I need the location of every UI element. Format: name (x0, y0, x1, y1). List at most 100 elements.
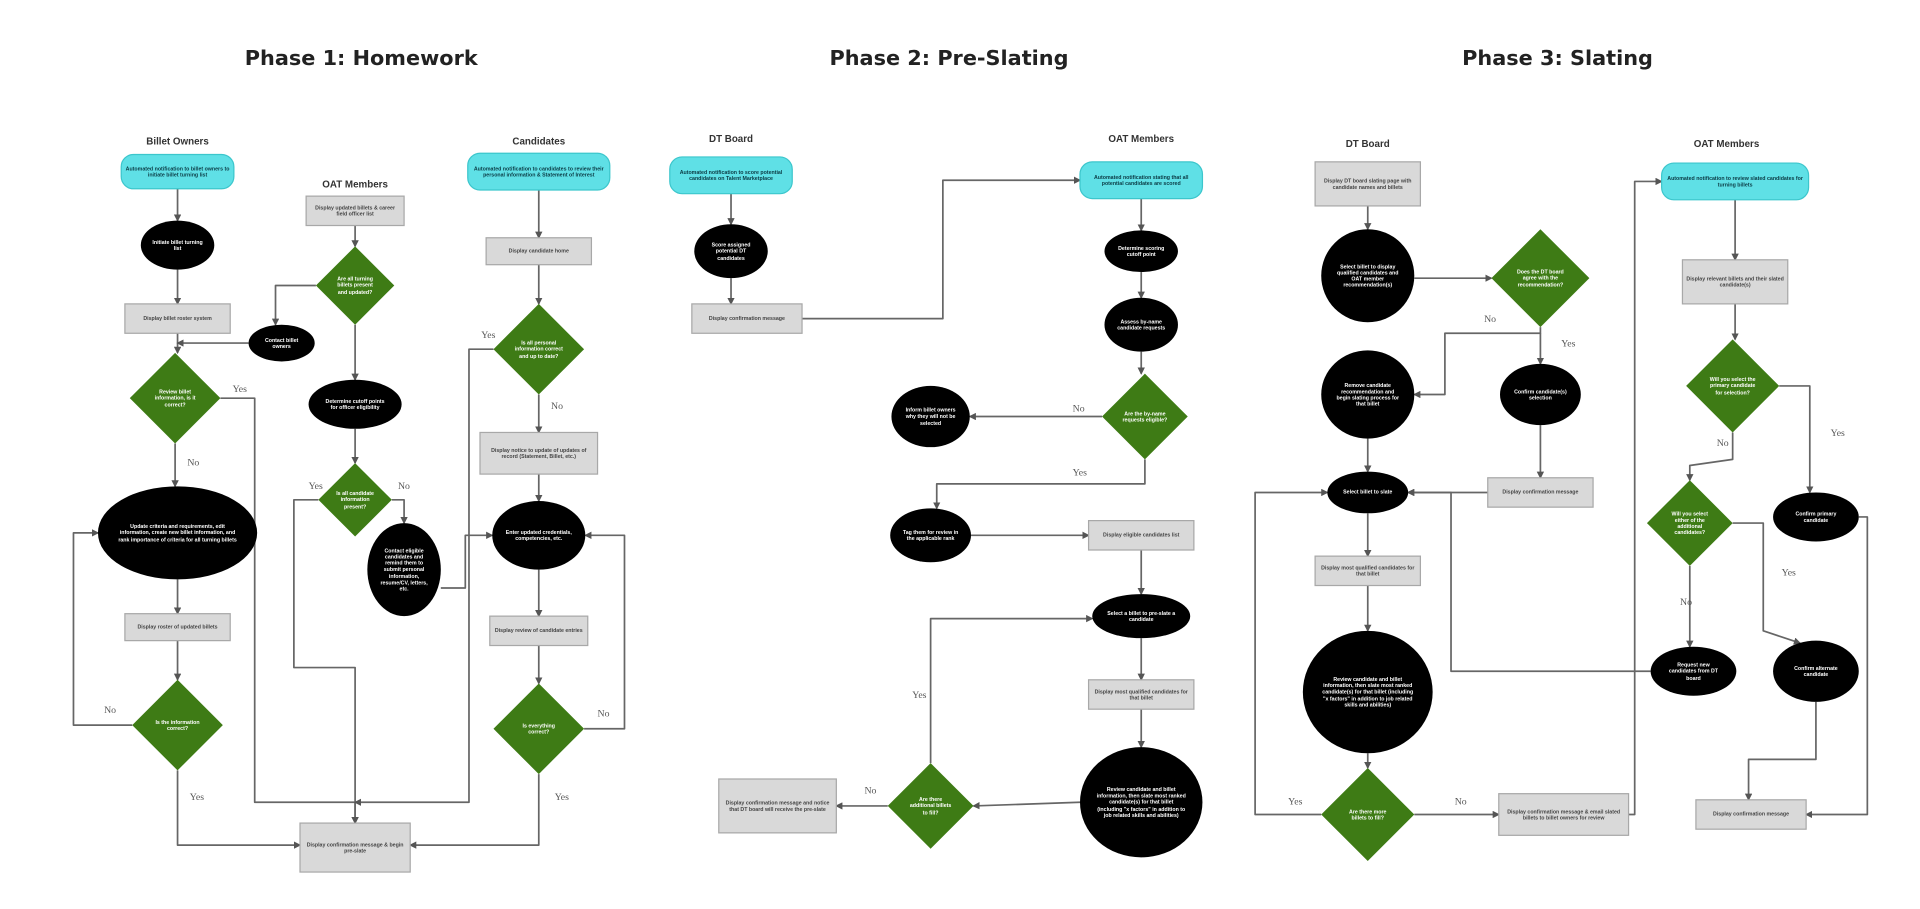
decision-node-p2-dec: Are the by-name requests eligible? (1102, 373, 1188, 460)
yes-label: Yes (309, 481, 323, 492)
decision-node-p3-dec2: Are there more billets to fill? (1321, 767, 1415, 862)
connector-arrow (972, 801, 1081, 810)
start-shape (669, 156, 793, 195)
node-label: Select billet to slate (1343, 489, 1393, 496)
decision-node-p3-oat-dec: Will you select the primary candidate fo… (1686, 339, 1780, 433)
yes-label: Yes (1782, 568, 1796, 579)
node-label: Tag them for review in the applicable ra… (902, 528, 959, 542)
no-label: No (1073, 404, 1085, 415)
node-label: Will you select the primary candidate fo… (1709, 376, 1756, 396)
connector-arrow (72, 529, 133, 726)
connector-arrow (1413, 327, 1542, 399)
node-label: Display review of candidate entries (494, 627, 583, 634)
connector-arrow (353, 348, 494, 806)
process-shape (1080, 747, 1203, 858)
process-shape (694, 224, 768, 279)
node-label: Review candidate and billet information,… (1322, 676, 1414, 708)
process-shape (1092, 594, 1191, 639)
process-shape (308, 379, 402, 429)
display-shape (305, 195, 405, 227)
node-label: Is the information correct? (155, 718, 200, 732)
no-label: No (104, 705, 116, 716)
connector-arrow (584, 531, 626, 730)
display-node-p1-oat-disp: Display updated billets & career field o… (305, 195, 405, 227)
decision-node-p3-dec: Does the DT board agree with the recomme… (1491, 229, 1590, 328)
node-label: Confirm primary candidate (1795, 510, 1837, 524)
node-label: Will you select either of the additional… (1671, 510, 1709, 536)
process-node-p3-confirm-sel: Confirm candidate(s) selection (1500, 363, 1581, 426)
node-label: Display confirmation message & begin pre… (306, 841, 404, 854)
no-label: No (864, 786, 876, 797)
process-shape (1104, 230, 1178, 273)
yes-label: Yes (555, 792, 569, 803)
process-shape (492, 501, 586, 570)
flow-nodes: Automated notification to billet owners … (97, 152, 1859, 873)
process-shape (1321, 229, 1415, 323)
decision-node-p1-dec-review: Review billet information, is it correct… (129, 352, 221, 444)
node-label: Display confirmation message (1502, 489, 1579, 496)
process-node-p2-assess: Assess by-name candidate requests (1104, 297, 1178, 352)
process-node-p3-remove: Remove candidate recommendation and begi… (1321, 350, 1415, 439)
node-label: Request new candidates from DT board (1668, 661, 1719, 681)
connector-arrow (1804, 516, 1869, 819)
display-node-p1-disp-roster: Display billet roster system (124, 303, 231, 334)
decision-shape (1646, 480, 1733, 566)
decision-node-p2-dec2: Are there additional billets to fill? (887, 763, 974, 849)
process-node-p3-request: Request new candidates from DT board (1650, 646, 1737, 696)
process-shape (140, 220, 215, 270)
node-label: Remove candidate recommendation and begi… (1336, 381, 1400, 407)
node-label: Does the DT board agree with the recomme… (1516, 268, 1564, 288)
node-label: Display most qualified candidates for th… (1321, 564, 1415, 577)
lane-dt-board: DT Board (1346, 139, 1390, 150)
node-label: Is all candidate information present? (336, 490, 374, 510)
node-label: Display confirmation message and notice … (725, 799, 830, 813)
connector-arrow (293, 498, 359, 825)
connector-arrow (1254, 488, 1329, 816)
node-label: Display relevant billets and their slate… (1686, 275, 1784, 288)
node-label: Automated notification to candidates to … (473, 165, 604, 178)
no-label: No (1680, 597, 1692, 608)
display-node-p2-confirm: Display confirmation message (691, 303, 803, 334)
start-shape (1079, 161, 1204, 200)
display-node-p3-disp-most: Display most qualified candidates for th… (1314, 555, 1422, 587)
display-node-p1-cand-notice: Display notice to update of updates of r… (479, 431, 599, 475)
display-node-p1-cand-disp: Display candidate home (485, 237, 593, 266)
display-shape (124, 613, 231, 642)
process-shape (1327, 471, 1409, 514)
yes-label: Yes (912, 690, 926, 701)
start-node-p2-start: Automated notification to score potentia… (669, 156, 793, 195)
yes-label: Yes (481, 330, 495, 341)
connector-arrow (802, 176, 1082, 320)
node-label: Enter updated credentials, competencies,… (505, 528, 572, 542)
decision-node-p1-dec-info: Is the information correct? (132, 679, 223, 771)
connector-arrow (271, 284, 316, 326)
connector-arrow (408, 774, 540, 849)
connectors (72, 176, 1869, 849)
node-label: Confirm alternate candidate (1794, 664, 1838, 678)
node-label: Are the by-name requests eligible? (1122, 410, 1168, 423)
display-node-p2-disp-most: Display most qualified candidates for th… (1087, 679, 1195, 710)
yes-label: Yes (1831, 428, 1845, 439)
node-label: Are there more billets to fill? (1349, 808, 1387, 821)
start-node-p1-cand-start: Automated notification to candidates to … (467, 152, 611, 191)
node-label: Initiate billet turning list (152, 238, 203, 252)
node-label: Contact eligible candidates and remind t… (380, 547, 428, 592)
decision-shape (493, 683, 585, 775)
connector-arrow (1686, 432, 1734, 482)
start-shape (120, 153, 235, 190)
display-node-p2-disp-elig: Display eligible candidates list (1087, 520, 1195, 551)
process-node-p3-confirm-alt: Confirm alternate candidate (1773, 640, 1859, 702)
start-shape (467, 152, 611, 191)
display-shape (1314, 161, 1422, 207)
node-label: Automated notification to review slated … (1667, 175, 1803, 188)
process-node-p2-review: Review candidate and billet information,… (1080, 747, 1203, 858)
connector-arrow (176, 770, 302, 849)
node-label: Display notice to update of updates of r… (491, 446, 587, 460)
no-label: No (1484, 314, 1496, 325)
lane-billet-owners: Billet Owners (146, 137, 209, 148)
node-label: Display confirmation message (1713, 811, 1790, 818)
node-label: Automated notification stating that all … (1094, 173, 1189, 187)
display-shape (299, 822, 411, 873)
